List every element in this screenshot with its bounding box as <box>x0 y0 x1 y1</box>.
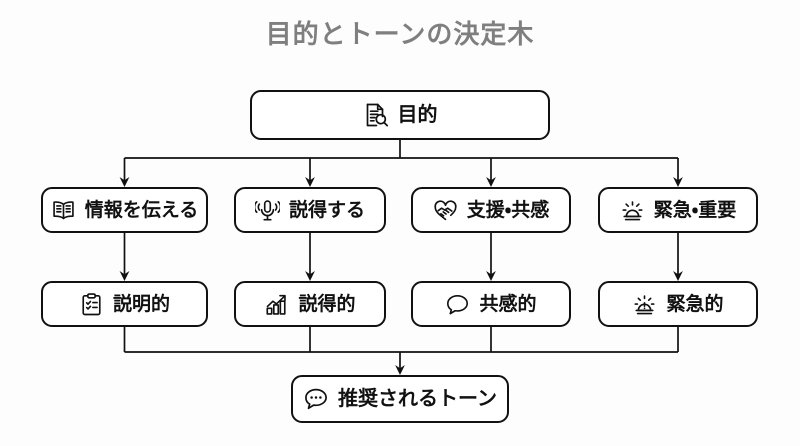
node-label: 緊急的 <box>666 293 724 315</box>
node-label: 説得的 <box>298 293 356 315</box>
page-title: 目的とトーンの決定木 <box>265 19 535 49</box>
open-book-icon <box>51 198 76 223</box>
clipboard-checklist-icon <box>79 292 104 317</box>
microphone-icon <box>254 198 280 223</box>
node-label: 目的 <box>397 104 438 126</box>
node-tone-persuasive[interactable]: 説得的 <box>234 281 386 327</box>
node-tone-explanatory[interactable]: 説明的 <box>41 281 208 327</box>
node-label: 説得する <box>288 199 365 221</box>
node-purpose-persuade[interactable]: 説得する <box>234 187 386 233</box>
node-label: 説明的 <box>112 293 170 315</box>
handshake-heart-icon <box>433 198 458 223</box>
document-search-icon <box>363 102 389 128</box>
node-recommended-tone[interactable]: 推奨されるトーン <box>291 375 509 423</box>
node-purpose-support[interactable]: 支援・共感 <box>411 187 571 233</box>
node-label: 緊急・重要 <box>653 199 737 221</box>
node-label: 情報を伝える <box>84 199 199 221</box>
bar-chart-up-icon <box>264 292 289 317</box>
node-label: 支援・共感 <box>466 199 550 221</box>
node-purpose-urgent[interactable]: 緊急・重要 <box>598 187 758 233</box>
speech-bubble-dots-icon <box>303 386 329 412</box>
node-tone-urgent[interactable]: 緊急的 <box>598 281 758 327</box>
node-purpose-inform[interactable]: 情報を伝える <box>41 187 208 233</box>
node-label: 推奨されるトーン <box>338 388 497 410</box>
siren-icon <box>620 198 645 223</box>
siren-alert-icon <box>632 292 657 317</box>
node-purpose-root[interactable]: 目的 <box>250 90 550 140</box>
node-label: 共感的 <box>479 293 537 315</box>
speech-bubble-icon <box>445 292 470 317</box>
node-tone-empathetic[interactable]: 共感的 <box>411 281 571 327</box>
